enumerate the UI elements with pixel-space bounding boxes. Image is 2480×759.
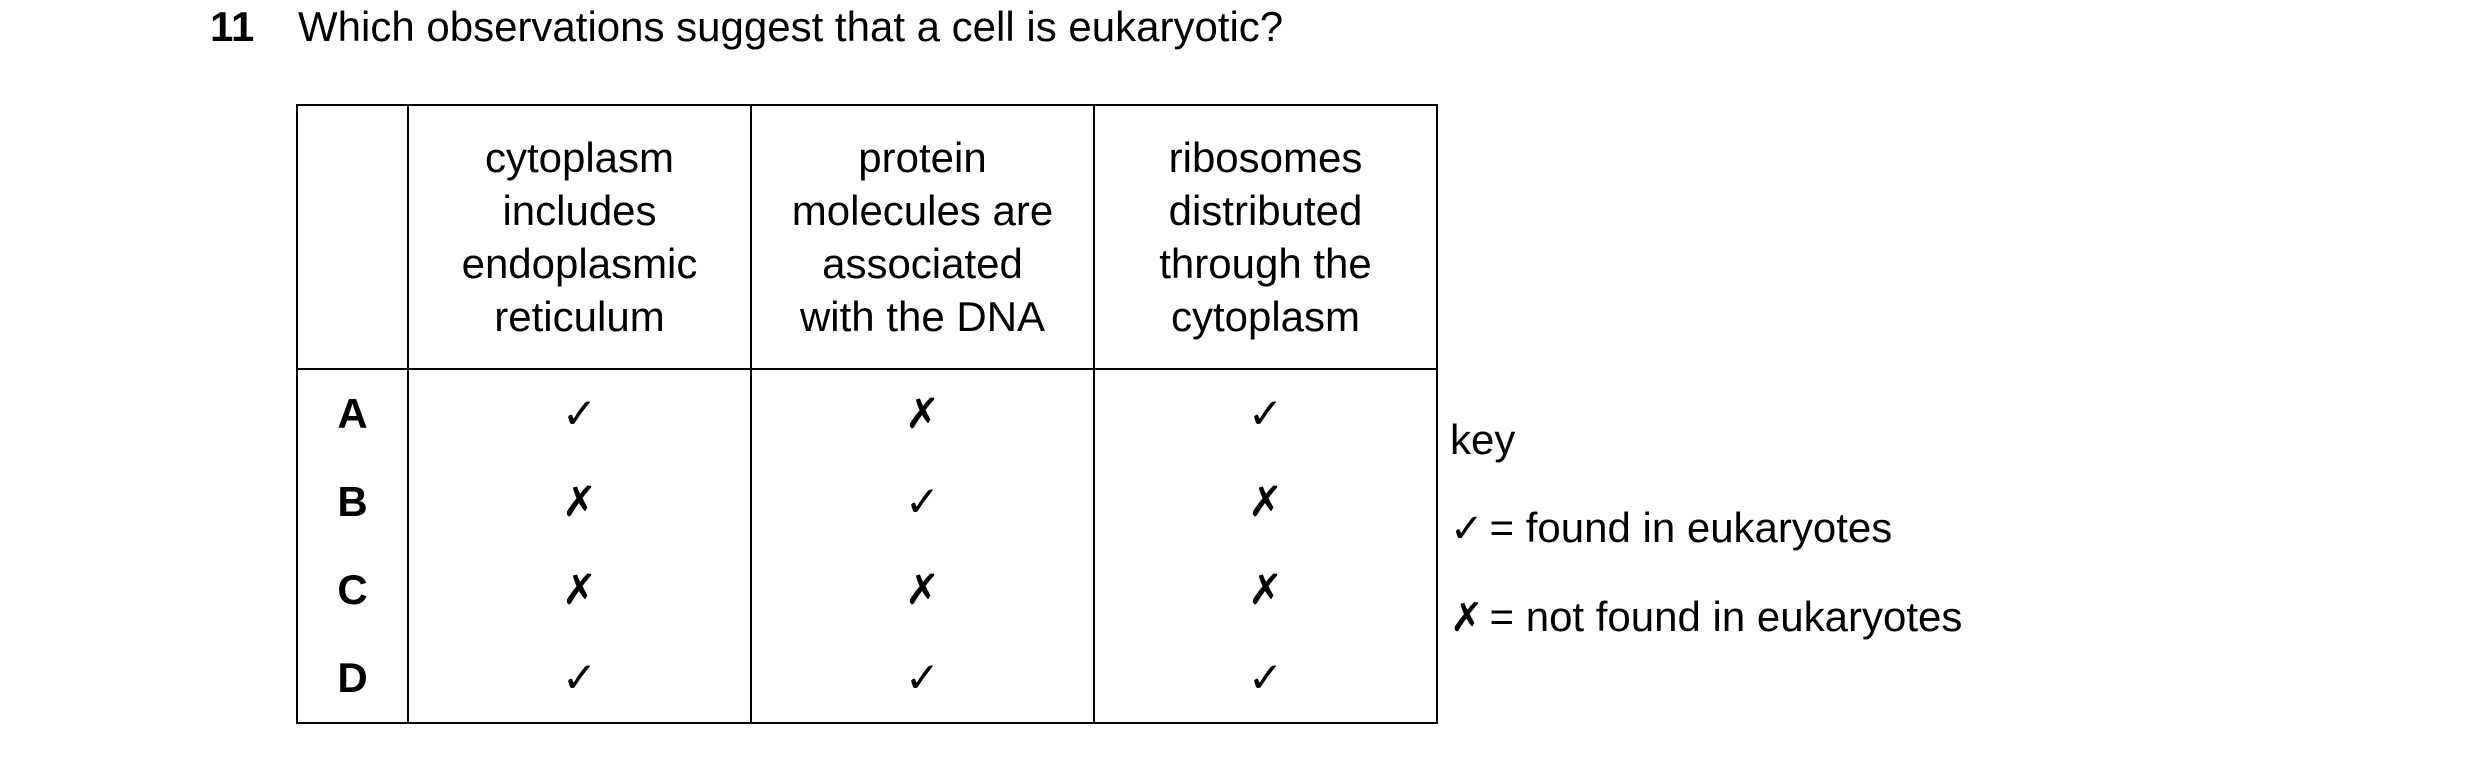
observations-table: cytoplasm includes endoplasmic reticulum…	[296, 104, 1438, 724]
mark-cell: ✓	[1093, 369, 1438, 458]
key-not-found-text: = not found in eukaryotes	[1489, 593, 1963, 640]
header-endoplasmic-reticulum: cytoplasm includes endoplasmic reticulum	[407, 104, 752, 370]
mark-cell: ✗	[1093, 546, 1438, 634]
header-blank-cell	[296, 104, 409, 370]
table-row-b: B ✗ ✓ ✗	[296, 458, 1438, 546]
row-letter: A	[296, 369, 409, 458]
cross-icon: ✗	[1450, 595, 1484, 641]
header-ribosomes: ribosomes distributed through the cytopl…	[1093, 104, 1438, 370]
check-icon: ✓	[1450, 506, 1484, 552]
mark-cell: ✗	[750, 369, 1095, 458]
row-letter: C	[296, 546, 409, 634]
table-row-c: C ✗ ✗ ✗	[296, 546, 1438, 634]
mark-cell: ✗	[407, 458, 752, 546]
question: 11 Which observations suggest that a cell…	[210, 2, 1283, 52]
question-number: 11	[210, 3, 255, 50]
mark-cell: ✗	[1093, 458, 1438, 546]
mark-cell: ✗	[407, 546, 752, 634]
table-row-a: A ✓ ✗ ✓	[296, 369, 1438, 458]
key: key ✓= found in eukaryotes ✗= not found …	[1450, 396, 1962, 662]
table-header-row: cytoplasm includes endoplasmic reticulum…	[296, 104, 1438, 370]
mark-cell: ✗	[750, 546, 1095, 634]
question-text: Which observations suggest that a cell i…	[298, 3, 1284, 50]
key-found-text: = found in eukaryotes	[1489, 504, 1893, 551]
mark-cell: ✓	[1093, 634, 1438, 724]
key-found-line: ✓= found in eukaryotes	[1450, 484, 1962, 573]
row-letter: B	[296, 458, 409, 546]
mark-cell: ✓	[750, 458, 1095, 546]
header-protein-dna: protein molecules are associated with th…	[750, 104, 1095, 370]
table-row-d: D ✓ ✓ ✓	[296, 634, 1438, 724]
key-not-found-line: ✗= not found in eukaryotes	[1450, 573, 1962, 662]
mark-cell: ✓	[407, 634, 752, 724]
mark-cell: ✓	[407, 369, 752, 458]
row-letter: D	[296, 634, 409, 724]
key-title: key	[1450, 416, 1516, 463]
mark-cell: ✓	[750, 634, 1095, 724]
